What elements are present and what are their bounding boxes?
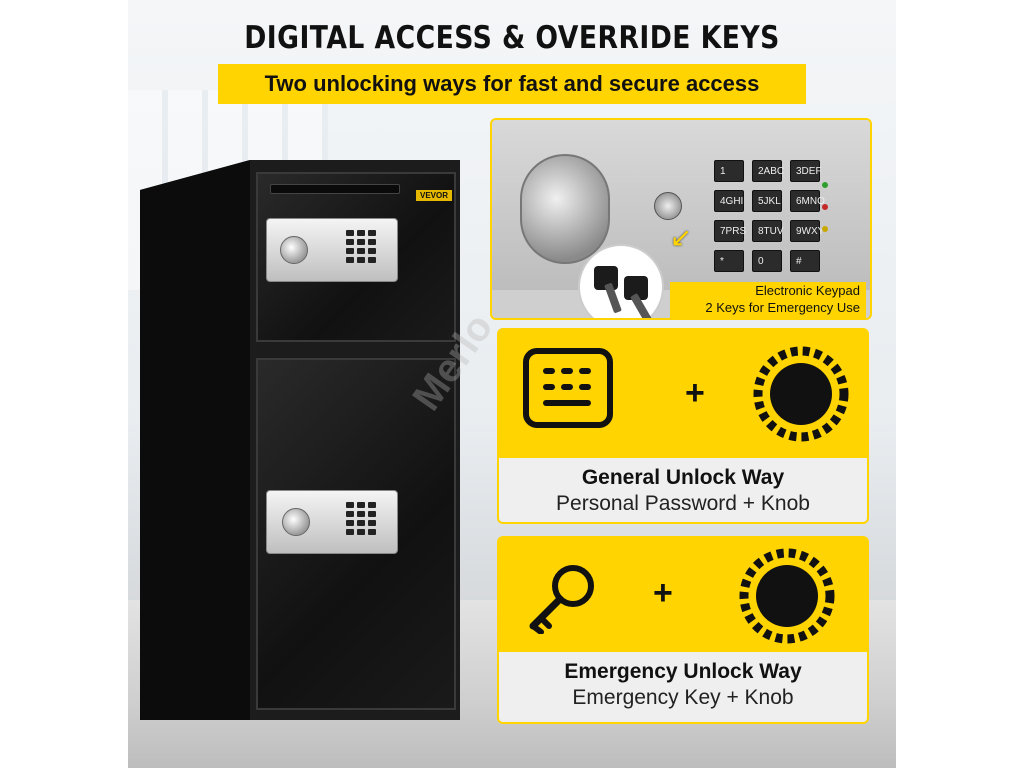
plus-sign: + bbox=[653, 574, 673, 612]
keypad-closeup-panel: ↙ 1 2ABC 3DEF 4GHI 5JKL 6MNO 7PRS 8TUV 9… bbox=[490, 118, 872, 320]
upper-keypad bbox=[346, 230, 376, 263]
keypad-key: 9WXY bbox=[790, 220, 824, 242]
lower-knob bbox=[282, 508, 310, 536]
keypad-icon-dash bbox=[579, 368, 591, 374]
keypad-key: 1 bbox=[714, 160, 744, 182]
subtitle-text: Two unlocking ways for fast and secure a… bbox=[264, 71, 760, 96]
keypad-key: 6MNO bbox=[790, 190, 825, 212]
keypad-key: 4GHI bbox=[714, 190, 744, 212]
keypad-icon-dash bbox=[579, 384, 591, 390]
keypad-caption: Electronic Keypad 2 Keys for Emergency U… bbox=[670, 282, 866, 318]
headline: DIGITAL ACCESS & OVERRIDE KEYS bbox=[244, 20, 780, 56]
arrow-icon: ↙ bbox=[670, 222, 692, 252]
plus-sign: + bbox=[685, 374, 705, 412]
emergency-unlock-text: Emergency Unlock Way Emergency Key + Kno… bbox=[499, 652, 867, 722]
upper-knob bbox=[280, 236, 308, 264]
emergency-unlock-title: Emergency Unlock Way bbox=[564, 660, 802, 683]
keypad-icon-dash bbox=[543, 384, 555, 390]
keypad-key: # bbox=[790, 250, 820, 272]
keypad-key: 8TUV bbox=[752, 220, 784, 242]
general-unlock-panel: + General Unlock Way Personal Password +… bbox=[497, 328, 869, 524]
general-unlock-subtitle: Personal Password + Knob bbox=[556, 492, 810, 515]
caption-line-2: 2 Keys for Emergency Use bbox=[705, 300, 860, 315]
emergency-unlock-panel: + Emergency Unlock Way Emergency Key + K… bbox=[497, 536, 869, 724]
subtitle-bar: Two unlocking ways for fast and secure a… bbox=[218, 64, 806, 104]
deposit-slot bbox=[270, 184, 400, 194]
general-unlock-title: General Unlock Way bbox=[581, 466, 785, 489]
keypad-key: * bbox=[714, 250, 744, 272]
emergency-unlock-subtitle: Emergency Key + Knob bbox=[572, 686, 794, 709]
keypad-icon-dash bbox=[561, 384, 573, 390]
keypad-icon-dash bbox=[543, 368, 555, 374]
emergency-keys-photo bbox=[578, 244, 664, 318]
keypad-keys: 1 2ABC 3DEF 4GHI 5JKL 6MNO 7PRS 8TUV 9WX… bbox=[714, 160, 825, 272]
lower-keypad bbox=[346, 502, 376, 535]
keypad-closeup: ↙ 1 2ABC 3DEF 4GHI 5JKL 6MNO 7PRS 8TUV 9… bbox=[492, 120, 870, 290]
keypad-key: 3DEF bbox=[790, 160, 822, 182]
led-yellow bbox=[822, 226, 828, 232]
keypad-icon-dash bbox=[543, 400, 591, 406]
knob-closeup bbox=[520, 154, 610, 264]
keypad-key: 2ABC bbox=[752, 160, 784, 182]
keypad-icon-dash bbox=[561, 368, 573, 374]
keypad-icon bbox=[523, 348, 613, 428]
key-icon bbox=[529, 565, 594, 634]
keypad-key: 7PRS bbox=[714, 220, 746, 242]
keypad-key: 0 bbox=[752, 250, 782, 272]
brand-label: VEVOR bbox=[416, 190, 453, 201]
key-blade bbox=[604, 282, 622, 314]
key-lock-cylinder bbox=[654, 192, 682, 220]
general-unlock-text: General Unlock Way Personal Password + K… bbox=[499, 458, 867, 522]
knob-icon bbox=[739, 548, 835, 644]
safe-illustration: VEVOR bbox=[140, 160, 460, 720]
led-green bbox=[822, 182, 828, 188]
knob-icon bbox=[753, 346, 849, 442]
led-red bbox=[822, 204, 828, 210]
keypad-key: 5JKL bbox=[752, 190, 782, 212]
caption-line-1: Electronic Keypad bbox=[755, 283, 860, 299]
